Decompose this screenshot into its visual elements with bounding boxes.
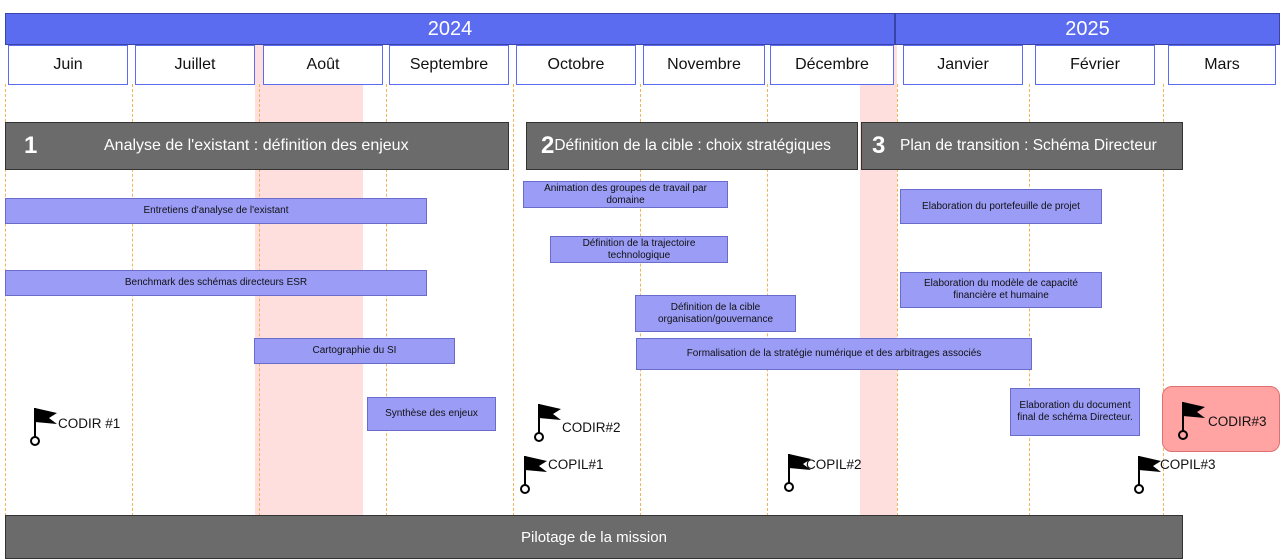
flag-icon: [30, 408, 57, 446]
year-header-2025: 2025: [895, 13, 1280, 45]
flag-icon: [1178, 402, 1205, 440]
month-gridline: [5, 84, 6, 516]
milestone-copil2: COPIL#2: [782, 450, 862, 492]
milestone-copil1: COPIL#1: [518, 452, 604, 494]
month-juin: Juin: [8, 45, 128, 85]
task-entretiens: Entretiens d'analyse de l'existant: [5, 198, 427, 224]
month-novembre: Novembre: [643, 45, 765, 85]
december-highlight-band: [860, 44, 897, 516]
phase-3-bar: 3 Plan de transition : Schéma Directeur: [861, 122, 1183, 170]
phase-number: 1: [24, 132, 38, 159]
task-portefeuille: Elaboration du portefeuille de projet: [900, 189, 1102, 224]
month-gridline: [259, 84, 260, 516]
task-formalisation: Formalisation de la stratégie numérique …: [636, 338, 1032, 370]
flag-icon: [1134, 456, 1161, 494]
phase-2-bar: 2 Définition de la cible : choix stratég…: [526, 122, 858, 170]
phase-title: Analyse de l'existant : définition des e…: [104, 137, 409, 154]
milestone-label: CODIR#3: [1208, 414, 1267, 429]
month-gridline: [897, 84, 898, 516]
task-trajectoire: Définition de la trajectoire technologiq…: [550, 236, 728, 263]
flag-icon: [784, 454, 811, 492]
phase-title: Plan de transition : Schéma Directeur: [900, 137, 1157, 154]
month-aout: Août: [263, 45, 383, 85]
month-decembre: Décembre: [770, 45, 894, 85]
phase-number: 2: [541, 132, 555, 159]
task-cible: Définition de la cible organisation/gouv…: [635, 295, 796, 332]
milestone-label: COPIL#3: [1160, 457, 1216, 472]
milestone-copil3: COPIL#3: [1132, 452, 1216, 494]
month-gridline: [132, 84, 133, 516]
flag-icon: [534, 404, 561, 442]
month-mars: Mars: [1168, 45, 1276, 85]
task-synthese: Synthèse des enjeux: [367, 397, 496, 431]
milestone-codir2: CODIR#2: [532, 400, 621, 442]
month-fevrier: Février: [1035, 45, 1155, 85]
milestone-label: COPIL#1: [548, 457, 604, 472]
month-octobre: Octobre: [516, 45, 636, 85]
month-gridline: [513, 84, 514, 516]
task-cartographie: Cartographie du SI: [254, 338, 455, 364]
task-document-final: Elaboration du document final de schéma …: [1010, 388, 1140, 436]
month-septembre: Septembre: [389, 45, 509, 85]
phase-title: Définition de la cible : choix stratégiq…: [554, 137, 831, 154]
month-juillet: Juillet: [135, 45, 255, 85]
codir3-highlight-box: [1162, 386, 1280, 452]
year-header-2024: 2024: [5, 13, 895, 45]
flag-icon: [520, 456, 547, 494]
month-gridline: [1163, 84, 1164, 516]
milestone-codir1: CODIR #1: [28, 404, 120, 446]
milestone-label: CODIR #1: [58, 416, 121, 431]
milestone-label: COPIL#2: [806, 457, 862, 472]
milestone-label: CODIR#2: [562, 420, 621, 435]
phase-1-bar: 1 Analyse de l'existant : définition des…: [5, 122, 509, 170]
task-benchmark: Benchmark des schémas directeurs ESR: [5, 270, 427, 296]
task-animation: Animation des groupes de travail par dom…: [523, 181, 728, 208]
pilotage-bar: Pilotage de la mission: [5, 515, 1183, 559]
milestone-codir3: CODIR#3: [1176, 398, 1267, 440]
phase-number: 3: [872, 132, 886, 159]
month-janvier: Janvier: [903, 45, 1023, 85]
task-capacite: Elaboration du modèle de capacité financ…: [900, 272, 1102, 308]
month-gridline: [386, 84, 387, 516]
